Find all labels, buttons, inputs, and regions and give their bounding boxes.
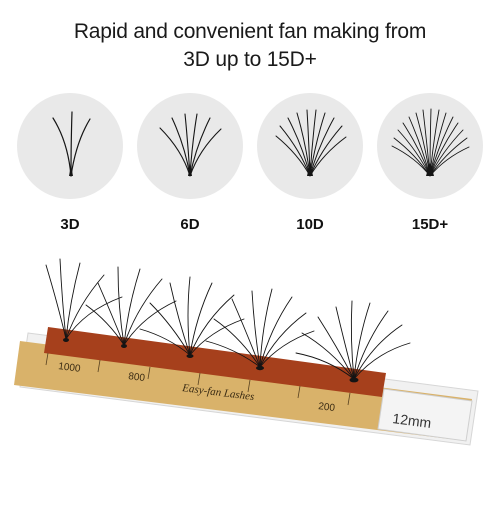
fan-label-15d: 15D+ — [411, 216, 449, 233]
strip-length: 12mm — [392, 410, 433, 431]
fan-15d-icon — [377, 93, 483, 199]
strip-mark-1000: 1000 — [58, 361, 82, 375]
fan-label-6d: 6D — [180, 216, 200, 233]
fan-row: 3D 6D 10D 15D+ — [0, 92, 500, 242]
strip-mark-200: 200 — [318, 401, 336, 414]
headline-line-1: Rapid and convenient fan making from — [73, 20, 427, 43]
fan-6d-icon — [137, 93, 243, 199]
ruler-ticks — [45, 352, 351, 406]
lash-clusters — [45, 258, 411, 380]
fan-3d-icon — [17, 93, 123, 199]
fan-label-3d: 3D — [60, 216, 80, 233]
strip-red-tape — [44, 327, 386, 397]
lash-strip-photo: 1000 800 Easy-fan Lashes 200 12mm — [0, 245, 500, 500]
fan-card-15d — [376, 92, 484, 200]
headline: Rapid and convenient fan making from 3D … — [0, 18, 500, 74]
headline-line-2: 3D up to 15D+ — [183, 48, 317, 71]
length-label-card — [377, 388, 473, 442]
lash-strip-icon: 1000 800 Easy-fan Lashes 200 12mm — [14, 258, 479, 446]
fan-10d-icon — [257, 93, 363, 199]
lash-bases — [63, 338, 359, 383]
fan-label-10d: 10D — [296, 216, 324, 233]
fan-card-10d — [256, 92, 364, 200]
fan-card-6d — [136, 92, 244, 200]
fan-card-3d — [16, 92, 124, 200]
strip-gold-tape — [14, 341, 472, 441]
strip-mark-800: 800 — [128, 371, 146, 384]
